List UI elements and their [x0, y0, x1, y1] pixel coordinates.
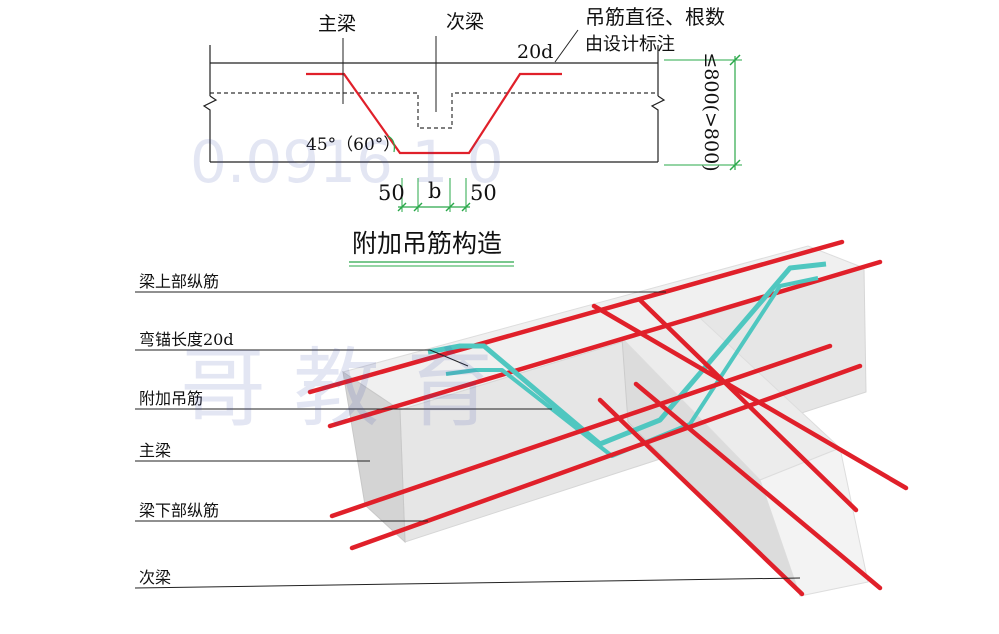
main-beam-top-rebars — [307, 239, 883, 429]
watermark-bottom: 哥 教 育 — [180, 339, 493, 439]
height-value-small: ≤800 — [700, 52, 722, 104]
diagram-caption: 附加吊筋构造 — [352, 229, 502, 258]
dim-left-label: 50 — [378, 181, 405, 205]
dim-mid-label: b — [428, 179, 441, 203]
hanger-note-line2: 由设计标注 — [585, 34, 675, 55]
height-value-large: (>800) — [700, 105, 722, 172]
width-dimension: 50 b 50 — [378, 178, 497, 212]
height-dimension: ≤800(>800) — [664, 52, 742, 172]
three-d-view: 梁上部纵筋 弯锚长度20d 附加吊筋 主梁 梁下部纵筋 次梁 — [134, 239, 909, 597]
section-detail: 主梁 次梁 吊筋直径、根数 由设计标注 20d 45°（60°） ≤800(>8… — [202, 5, 742, 267]
hanger-rebar-section — [306, 72, 562, 155]
hanger-note-line1: 吊筋直径、根数 — [585, 5, 725, 29]
right-break-mark — [650, 95, 666, 162]
anchor-20d-label: 20d — [517, 41, 553, 63]
dim-right-label: 50 — [470, 181, 497, 205]
height-label: ≤800(>800) — [700, 52, 722, 171]
left-break-mark — [202, 95, 218, 162]
secondary-beam-label: 次梁 — [446, 11, 484, 33]
label-bottom-longitudinal-bars: 梁下部纵筋 — [139, 501, 219, 520]
angle-arc — [387, 135, 395, 153]
label-bend-anchor-length: 弯锚长度20d — [139, 330, 234, 349]
callout-leaders — [134, 291, 801, 589]
watermark: 0.0916 1 0 哥 教 育 — [180, 128, 504, 439]
secondary-beam-end — [759, 447, 869, 597]
hanger-rebar-3d — [427, 261, 827, 447]
note-leader — [554, 29, 579, 63]
label-secondary-beam: 次梁 — [139, 568, 171, 587]
label-main-beam: 主梁 — [139, 441, 171, 460]
label-additional-hanger: 附加吊筋 — [139, 389, 203, 408]
label-top-longitudinal-bars: 梁上部纵筋 — [139, 272, 219, 291]
angle-label: 45°（60°） — [306, 135, 400, 155]
main-beam-bottom-rebars — [329, 343, 863, 551]
main-beam-label: 主梁 — [318, 13, 356, 35]
secondary-beam-outline — [210, 92, 658, 129]
watermark-top: 0.0916 1 0 — [190, 128, 504, 196]
